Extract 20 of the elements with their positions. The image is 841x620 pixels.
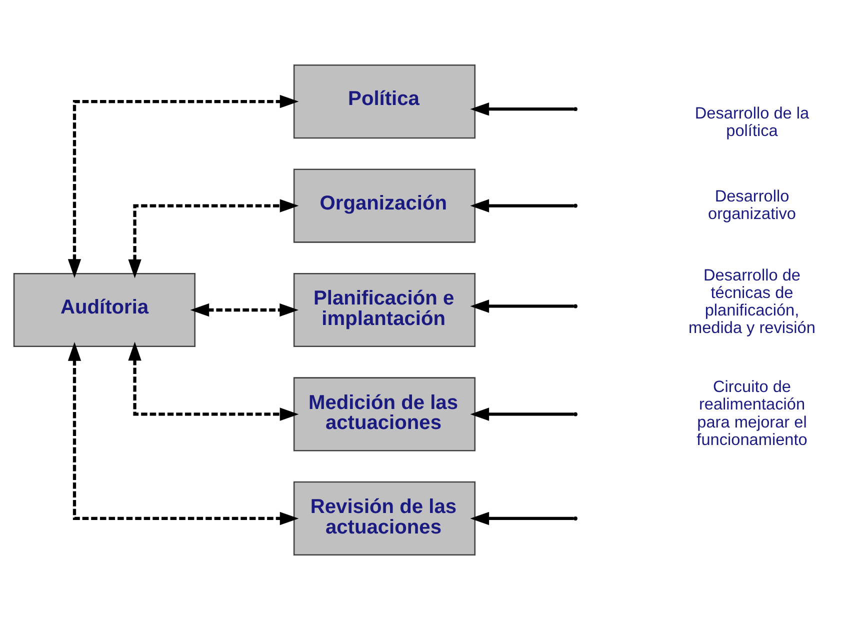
arrow <box>470 300 574 313</box>
arrow <box>470 199 574 212</box>
arrow <box>67 94 298 278</box>
node-box: Audítoria <box>12 272 195 348</box>
label: Desarrollo de técnicas de planificación, medida y revisión <box>688 266 815 338</box>
arrow <box>470 408 574 421</box>
arrow <box>128 342 298 421</box>
node-box: Revisión de las actuaciones <box>292 481 476 556</box>
arrow <box>470 102 574 116</box>
label: Desarrollo de la política <box>694 104 809 140</box>
arrow <box>128 199 298 278</box>
node-box: Organización <box>292 168 476 243</box>
node-box: Medición de las actuaciones <box>292 377 476 452</box>
label: Desarrollo organizativo <box>708 187 796 223</box>
arrow <box>67 342 298 526</box>
node-box: Política <box>292 64 476 139</box>
arrow <box>190 303 298 317</box>
label: Circuito de realimentación para mejorar el funcionamiento <box>696 378 807 449</box>
arrow <box>470 512 574 526</box>
node-box: Planificación e implantación <box>292 272 476 348</box>
